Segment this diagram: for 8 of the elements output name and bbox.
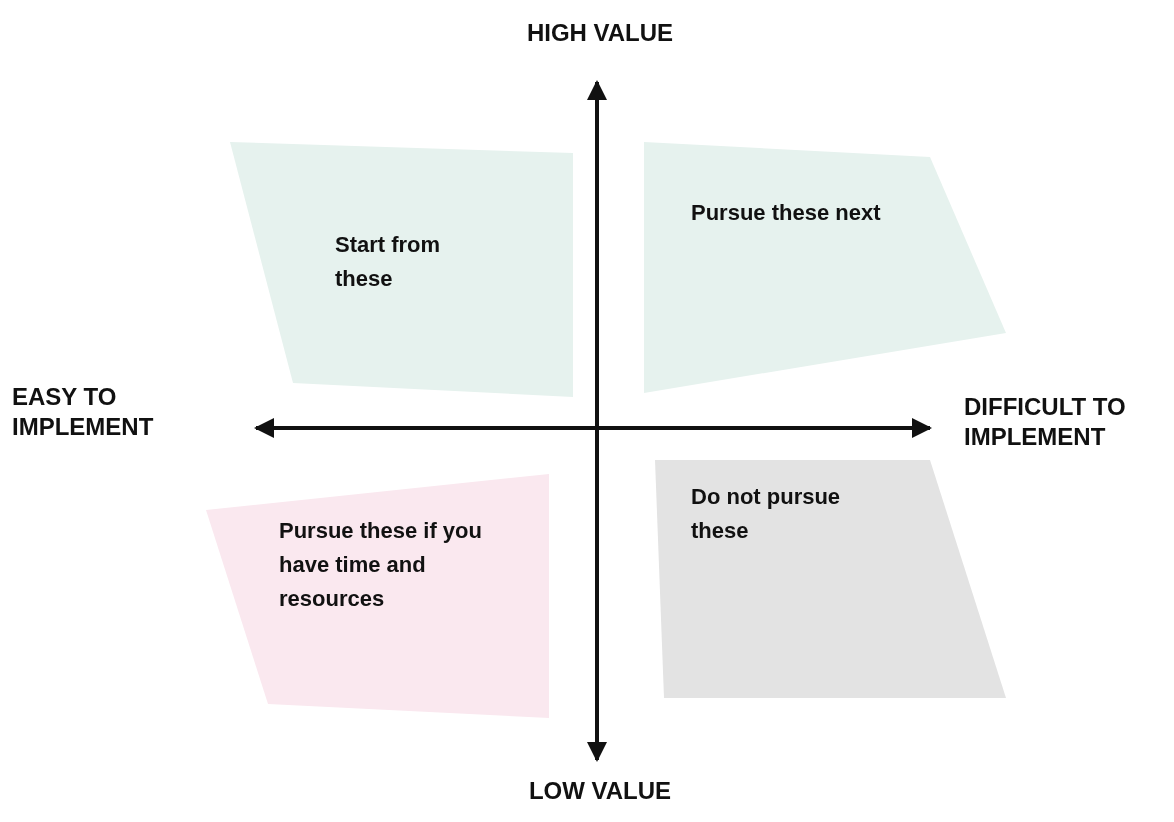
quadrant-text: Start from these xyxy=(335,231,442,293)
quadrant-text: Pursue these if you have time and resources xyxy=(279,517,483,613)
quadrant-text: Do not pursue these xyxy=(691,483,842,545)
axis-label: LOW VALUE xyxy=(527,776,673,806)
axis-label: DIFFICULT TO IMPLEMENT xyxy=(964,392,1127,452)
axis-label: HIGH VALUE xyxy=(525,18,675,48)
quadrant-text: Pursue these next xyxy=(691,199,881,227)
axis-label: EASY TO IMPLEMENT xyxy=(12,382,155,442)
